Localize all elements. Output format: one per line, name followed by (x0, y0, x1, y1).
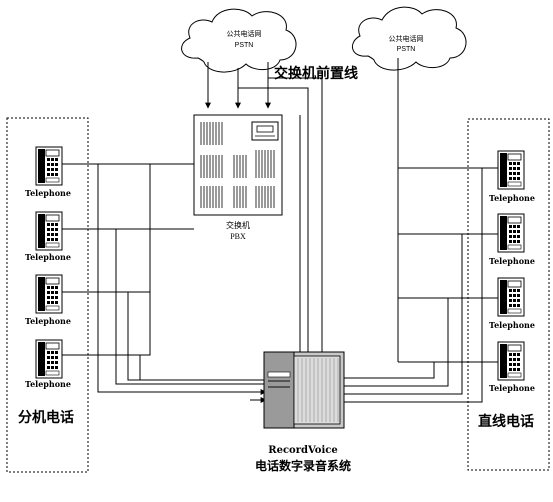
pstn-left-label: 公共电话网 (226, 31, 262, 38)
extension-wiring (62, 163, 264, 393)
direct-line-group-title: 直线电话 (478, 413, 534, 429)
pbx-cabinet (193, 114, 283, 216)
pbx-label: 交换机 (226, 221, 250, 230)
recorder-unit (263, 351, 345, 429)
direct-line-group-box (467, 118, 550, 471)
telephone-label-left-4: Telephone (25, 379, 71, 389)
telephone-icon-left-1 (35, 146, 63, 186)
pstn-right-sublabel: PSTN (396, 46, 416, 53)
telephone-label-left-2: Telephone (25, 252, 71, 262)
telephone-icon-right-1 (497, 150, 525, 190)
recorder-system-label: 电话数字录音系统 (254, 459, 352, 473)
telephone-icon-left-4 (35, 339, 63, 379)
pstn-cloud-right (352, 6, 467, 71)
pstn-left-sublabel: PSTN (234, 42, 254, 49)
telephone-label-left-3: Telephone (25, 316, 71, 326)
telephone-icon-right-3 (497, 277, 525, 317)
extension-group-box (6, 117, 89, 473)
telephone-label-right-2: Telephone (489, 256, 535, 266)
pbx-sublabel: PBX (230, 232, 246, 241)
pstn-right-label: 公共电话网 (388, 36, 424, 43)
recorder-brand-label: RecordVoice (268, 445, 338, 456)
telephone-icon-left-2 (35, 211, 63, 251)
direct-line-wiring (342, 58, 498, 403)
telephone-icon-right-2 (497, 213, 525, 253)
telephone-label-left-1: Telephone (25, 188, 71, 198)
pstn-cloud-left (181, 8, 297, 73)
pbx-trunk-label: 交换机前置线 (274, 65, 358, 81)
trunk-tap-lines (238, 77, 323, 352)
telephone-label-right-1: Telephone (489, 193, 535, 203)
extension-group-title: 分机电话 (18, 409, 74, 425)
telephone-label-right-3: Telephone (489, 320, 535, 330)
telephone-icon-right-4 (497, 341, 525, 381)
telephone-label-right-4: Telephone (489, 383, 535, 393)
telephone-icon-left-3 (35, 274, 63, 314)
